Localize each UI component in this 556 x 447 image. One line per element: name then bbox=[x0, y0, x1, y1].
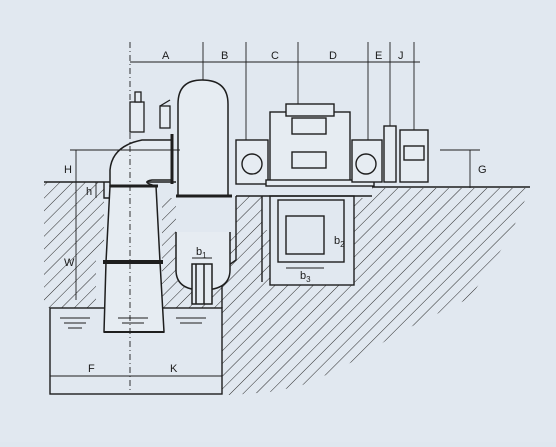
water-levels bbox=[60, 317, 206, 329]
dimension-lines bbox=[50, 42, 480, 390]
label-b2: b2 bbox=[334, 235, 345, 249]
label-e: E bbox=[375, 50, 382, 62]
pump-column bbox=[103, 134, 174, 333]
label-b3: b3 bbox=[300, 270, 311, 284]
drive-train bbox=[235, 103, 429, 187]
label-d: D bbox=[329, 50, 337, 62]
label-b: B bbox=[221, 50, 228, 62]
label-j: J bbox=[398, 50, 404, 62]
bypass-pipe bbox=[175, 79, 232, 305]
label-k: K bbox=[170, 363, 178, 375]
label-w: W bbox=[64, 257, 75, 269]
label-g: G bbox=[478, 164, 487, 176]
label-c: C bbox=[271, 50, 279, 62]
label-h-lower: h bbox=[86, 186, 92, 198]
label-a: A bbox=[162, 50, 170, 62]
earth-hatching bbox=[44, 182, 530, 395]
label-h-upper: H bbox=[64, 164, 72, 176]
label-b1: b1 bbox=[196, 246, 207, 260]
dimension-labels: A B C D E J H h W G b1 b2 b3 F K bbox=[64, 50, 487, 375]
pit-clear bbox=[270, 195, 354, 285]
label-f: F bbox=[88, 363, 95, 375]
valves bbox=[129, 91, 171, 133]
